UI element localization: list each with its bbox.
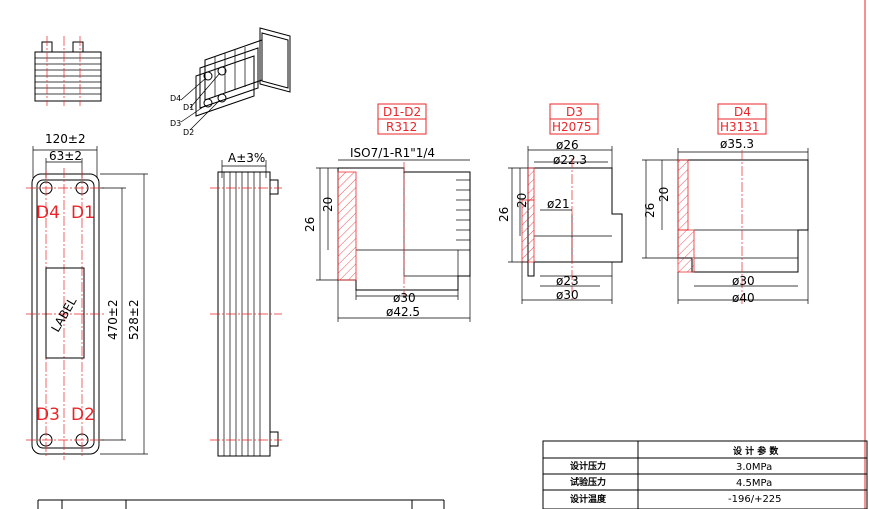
connection-d1-d2: D1-D2 R312 ISO7/1-R1"1/4 26 20 ø30 ø xyxy=(303,103,471,322)
table-row-value: 3.0MPa xyxy=(736,462,772,473)
table-header: 设 计 参 数 xyxy=(733,445,779,457)
d1d2-thread: ISO7/1-R1"1/4 xyxy=(350,146,435,160)
d1d2-dia-outer: ø42.5 xyxy=(386,305,420,319)
iso-port-d2: D2 xyxy=(183,128,194,137)
dim-thickness: A±3% xyxy=(228,151,265,165)
d4-tag: D4 xyxy=(734,105,751,119)
d3-dia-mid: ø21 xyxy=(547,197,570,211)
isometric-view: D4 D1 D3 D2 xyxy=(170,27,291,137)
dim-width-overall: 120±2 xyxy=(45,132,86,146)
d4-len26: 26 xyxy=(643,203,657,218)
label-text: LABEL xyxy=(48,295,79,335)
d4-len20: 20 xyxy=(657,187,671,202)
d3-tag: D3 xyxy=(566,105,583,119)
d3-dia-top2: ø22.3 xyxy=(553,153,587,167)
design-table: 设 计 参 数 设计压力 3.0MPa 试验压力 4.5MPa 设计温度 -19… xyxy=(542,440,868,509)
d3-dia-low1: ø23 xyxy=(556,274,579,288)
d4-code: H3131 xyxy=(720,120,760,134)
d1d2-len20: 20 xyxy=(321,197,335,212)
dim-port-height: 470±2 xyxy=(106,299,120,340)
d3-code: H2075 xyxy=(552,120,592,134)
iso-port-d4: D4 xyxy=(170,94,181,103)
connection-d3: D3 H2075 ø26 ø22.3 ø21 26 20 ø23 ø30 xyxy=(497,103,623,304)
d3-dia-low2: ø30 xyxy=(556,288,579,302)
dim-height-overall: 528±2 xyxy=(127,299,141,340)
iso-port-d3: D3 xyxy=(170,119,181,128)
port-label-d4: D4 xyxy=(36,203,60,223)
d3-len26: 26 xyxy=(497,207,511,222)
side-view: A±3% xyxy=(210,151,282,457)
table-row-value: -196/+225 xyxy=(728,494,782,505)
front-view: 120±2 63±2 D4 D1 D3 D2 LABEL 470±2 xyxy=(26,132,148,460)
title-block-partial xyxy=(37,499,445,509)
d4-dia-low2: ø40 xyxy=(732,291,755,305)
d3-len20: 20 xyxy=(515,193,529,208)
d1d2-tag: D1-D2 xyxy=(383,105,421,119)
port-label-d3: D3 xyxy=(36,405,60,425)
connection-d4: D4 H3131 ø35.3 26 20 ø30 ø40 xyxy=(642,103,809,306)
d1d2-len26: 26 xyxy=(303,217,317,232)
port-label-d2: D2 xyxy=(71,405,95,425)
table-row-label: 设计温度 xyxy=(570,493,607,505)
d1d2-code: R312 xyxy=(386,120,417,134)
table-row-label: 设计压力 xyxy=(570,460,606,472)
d1d2-dia-inner: ø30 xyxy=(393,291,416,305)
table-row-value: 4.5MPa xyxy=(736,478,772,489)
d4-dia-top: ø35.3 xyxy=(720,137,754,151)
d3-dia-top: ø26 xyxy=(556,138,579,152)
iso-port-d1: D1 xyxy=(183,103,194,112)
table-row-label: 试验压力 xyxy=(570,476,606,488)
port-label-d1: D1 xyxy=(71,203,95,223)
d4-dia-low1: ø30 xyxy=(732,274,755,288)
dim-port-spacing: 63±2 xyxy=(49,149,82,163)
top-plate-view xyxy=(34,36,102,106)
